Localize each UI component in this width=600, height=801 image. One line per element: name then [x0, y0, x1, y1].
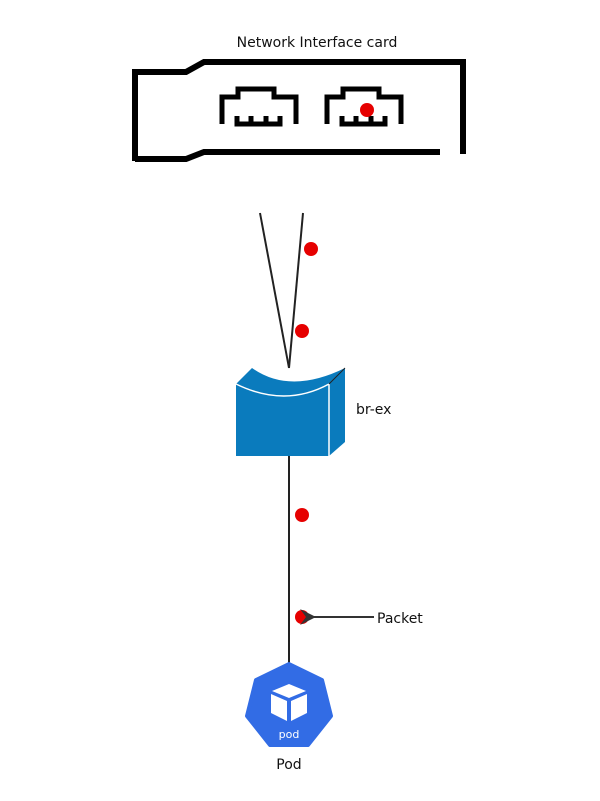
pod-icon-text: pod [279, 728, 300, 741]
bridge-label: br-ex [356, 402, 391, 418]
cube-icon [271, 684, 307, 721]
packet-label: Packet [377, 611, 423, 627]
packet-dot [295, 508, 309, 522]
packet-dot [295, 324, 309, 338]
pod-icon: pod [245, 662, 333, 747]
packet-dot [360, 103, 374, 117]
pod-label: Pod [276, 757, 301, 773]
cable-lines [259, 212, 304, 665]
packet-dot [295, 610, 309, 624]
packet-dot [304, 242, 318, 256]
network-interface-card-icon [132, 59, 466, 162]
ethernet-port-icon [324, 86, 404, 127]
nic-label: Network Interface card [237, 35, 398, 51]
ethernet-port-icon [219, 86, 299, 127]
bridge-icon [235, 367, 346, 456]
